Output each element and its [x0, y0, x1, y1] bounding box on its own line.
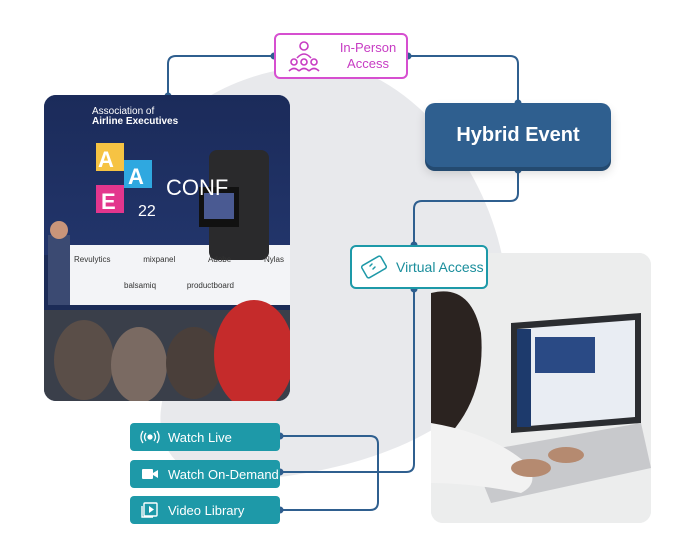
- logo-block-a1: [96, 143, 124, 171]
- in-person-label-line2: Access: [347, 56, 389, 71]
- org-line-1: Association of: [92, 106, 155, 117]
- video-library-option: Video Library: [130, 496, 280, 524]
- watch-live-option: Watch Live: [130, 423, 280, 451]
- laptop-scene: [431, 253, 651, 523]
- in-person-label-line1: In-Person: [339, 40, 397, 55]
- broadcast-icon: [140, 430, 160, 444]
- in-person-label: In-Person Access: [330, 40, 406, 72]
- org-line-2: Airline Executives: [92, 116, 179, 127]
- logo-letter-a2: A: [128, 164, 144, 189]
- watch-on-demand-option: Watch On-Demand: [130, 460, 280, 488]
- logo-block-a2: [124, 160, 152, 188]
- people-group-icon: [288, 41, 320, 72]
- sponsor-row-1: Revulytics mixpanel Adobe Nylas: [74, 255, 284, 264]
- ticket-icon: [360, 255, 388, 279]
- banner-word: CONF: [166, 175, 229, 200]
- hybrid-event-node: Hybrid Event: [425, 103, 611, 167]
- conference-photo: Association of Airline Executives A A E …: [44, 95, 290, 401]
- conference-scene: [44, 95, 290, 401]
- hybrid-event-label: Hybrid Event: [456, 123, 580, 146]
- sponsor-row-2: balsamiq productboard: [124, 281, 234, 290]
- logo-block-e: [96, 185, 124, 213]
- sponsor-revulytics: Revulytics: [74, 255, 111, 264]
- watch-live-label: Watch Live: [168, 429, 232, 445]
- sponsor-productboard: productboard: [186, 281, 234, 290]
- laptop-photo: [431, 253, 651, 523]
- video-camera-icon: [142, 469, 158, 479]
- org-name: Association of Airline Executives: [92, 107, 178, 127]
- year-label: 22: [138, 203, 156, 220]
- play-library-icon: [141, 502, 158, 518]
- watch-on-demand-label: Watch On-Demand: [168, 466, 279, 482]
- sponsor-adobe: Adobe: [208, 255, 232, 264]
- logo-letter-a1: A: [98, 147, 114, 172]
- sponsor-balsamiq: balsamiq: [124, 281, 157, 290]
- virtual-access-node: Virtual Access: [350, 245, 488, 289]
- virtual-access-label: Virtual Access: [396, 259, 484, 275]
- logo-letter-e: E: [101, 189, 116, 214]
- in-person-access-node: In-Person Access: [274, 33, 408, 79]
- video-library-label: Video Library: [168, 502, 245, 518]
- sponsor-nylas: Nylas: [263, 255, 284, 264]
- sponsor-mixpanel: mixpanel: [143, 255, 176, 264]
